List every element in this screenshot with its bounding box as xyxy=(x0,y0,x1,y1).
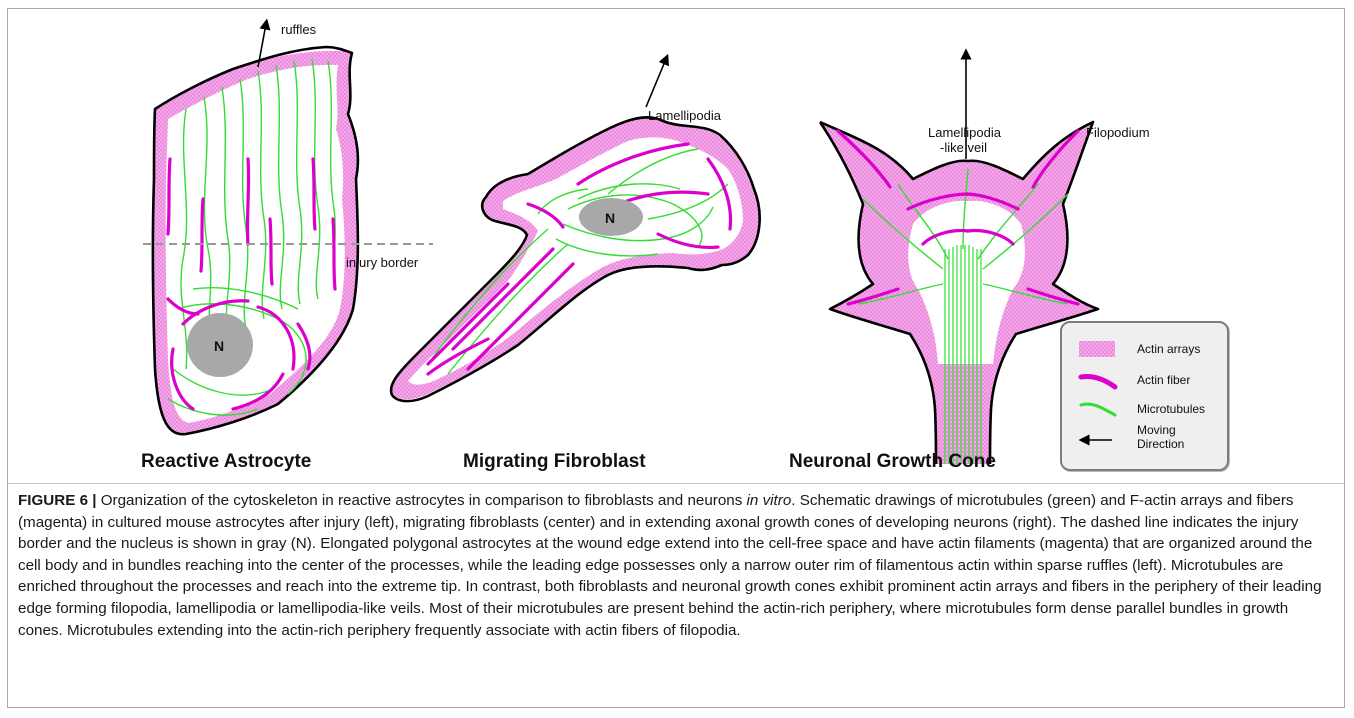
injury-border-label: injury border xyxy=(346,255,419,270)
fibroblast-direction-arrow xyxy=(646,59,666,107)
microtubules-swatch xyxy=(1078,397,1118,419)
lamellipodia-like-veil-label-line2: -like veil xyxy=(940,140,987,155)
fibroblast-title: Migrating Fibroblast xyxy=(463,451,646,473)
legend: Actin arrays Actin fiber Microtubules Mo… xyxy=(1060,321,1229,471)
lamellipodia-label: Lamellipodia xyxy=(648,108,722,123)
filopodium-label: Filopodium xyxy=(1086,125,1150,140)
legend-label-microtubules: Microtubules xyxy=(1137,402,1205,416)
moving-direction-swatch xyxy=(1078,431,1118,449)
legend-label-actin-arrays: Actin arrays xyxy=(1137,342,1200,356)
actin-arrays-swatch xyxy=(1078,339,1116,359)
caption-text-italic: in vitro xyxy=(747,492,792,509)
astrocyte-title: Reactive Astrocyte xyxy=(141,451,311,473)
figure-frame: N ruffles injury border xyxy=(7,8,1345,708)
caption-text-part-1: Organization of the cytoskeleton in reac… xyxy=(97,492,747,509)
figure-caption: FIGURE 6 | Organization of the cytoskele… xyxy=(18,490,1336,641)
figure-label: FIGURE 6 | xyxy=(18,492,97,509)
ruffles-label: ruffles xyxy=(281,22,317,37)
astrocyte-nucleus-label: N xyxy=(214,338,224,354)
fibroblast-nucleus-label: N xyxy=(605,210,615,226)
figure-illustration: N ruffles injury border xyxy=(8,9,1346,484)
fibroblast-cell: N Lamellipodia xyxy=(391,59,760,401)
legend-label-moving-direction-line1: Moving xyxy=(1137,423,1176,437)
actin-fiber-swatch xyxy=(1078,369,1118,391)
caption-divider xyxy=(8,483,1344,484)
legend-label-actin-fiber: Actin fiber xyxy=(1137,373,1190,387)
legend-label-moving-direction-line2: Direction xyxy=(1137,437,1184,451)
lamellipodia-like-veil-label-line1: Lamellipodia xyxy=(928,125,1002,140)
caption-text-part-2: . Schematic drawings of microtubules (gr… xyxy=(18,492,1322,639)
growth-cone-title: Neuronal Growth Cone xyxy=(789,451,996,473)
astrocyte-cell: N ruffles injury border xyxy=(143,22,433,434)
